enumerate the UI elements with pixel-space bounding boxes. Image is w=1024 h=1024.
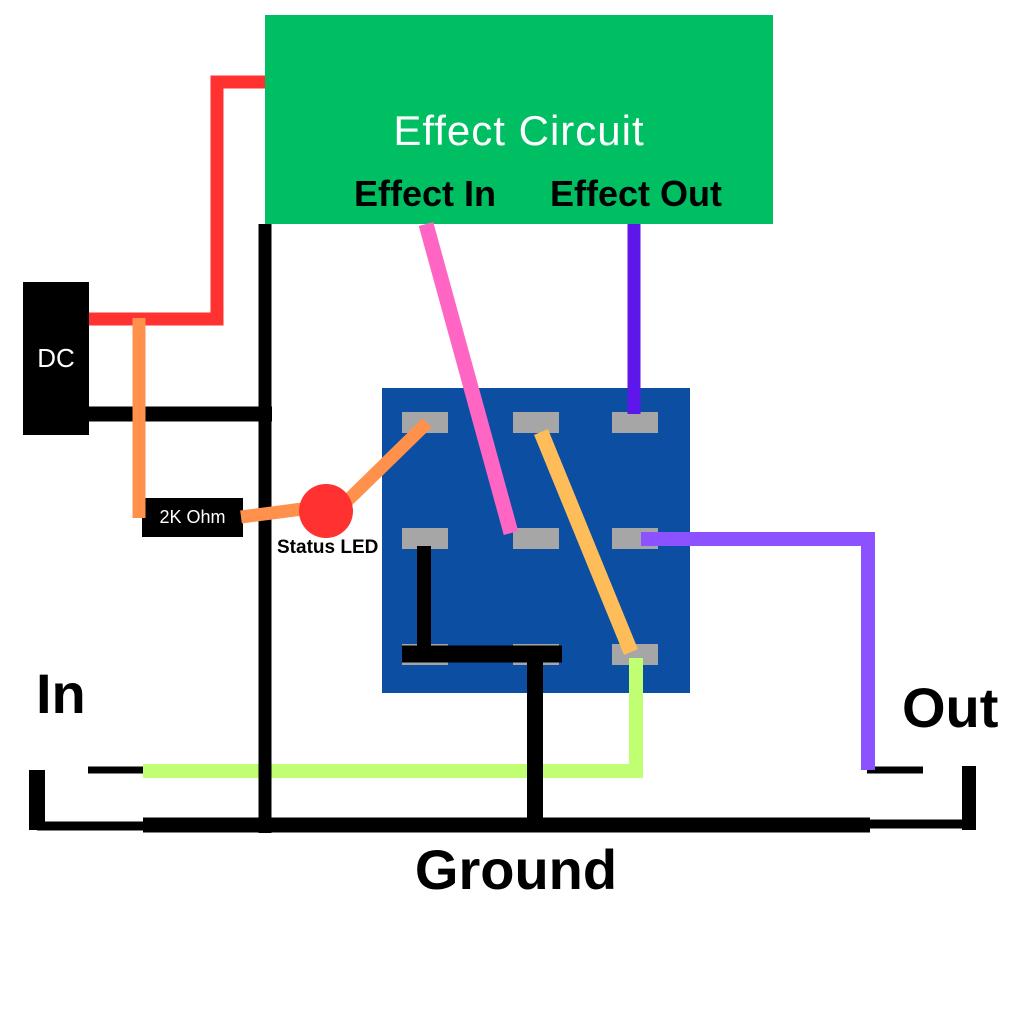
effect-circuit-title: Effect Circuit <box>393 107 645 154</box>
switch-lug-middle-center <box>513 528 559 549</box>
switch-lug-top-right <box>612 412 658 433</box>
switch-lug-bottom-left <box>402 644 448 665</box>
dc-positive-wire <box>89 75 265 326</box>
status-led-icon <box>299 484 353 538</box>
switch-lug-bottom-right <box>612 644 658 665</box>
switch-lug-top-left <box>402 412 448 433</box>
dc-jack-box: DC <box>23 282 89 435</box>
effect-in-label: Effect In <box>353 173 497 214</box>
effect-circuit-box: Effect Circuit Effect In Effect Out <box>265 15 773 224</box>
effect-out-label: Effect Out <box>549 173 723 214</box>
input-jack-label: In <box>36 662 86 725</box>
resistor-label: 2K Ohm <box>159 507 226 527</box>
dc-jack-label: DC <box>37 343 75 373</box>
ground-label: Ground <box>414 838 618 901</box>
resistor-box: 2K Ohm <box>142 498 243 537</box>
switch-lug-bottom-center <box>513 644 559 665</box>
switch-lug-middle-right <box>612 528 658 549</box>
switch-lug-top-center <box>513 412 559 433</box>
status-led-label: Status LED <box>277 537 379 558</box>
switch-lug-middle-left <box>402 528 448 549</box>
output-jack-label: Out <box>902 676 999 739</box>
